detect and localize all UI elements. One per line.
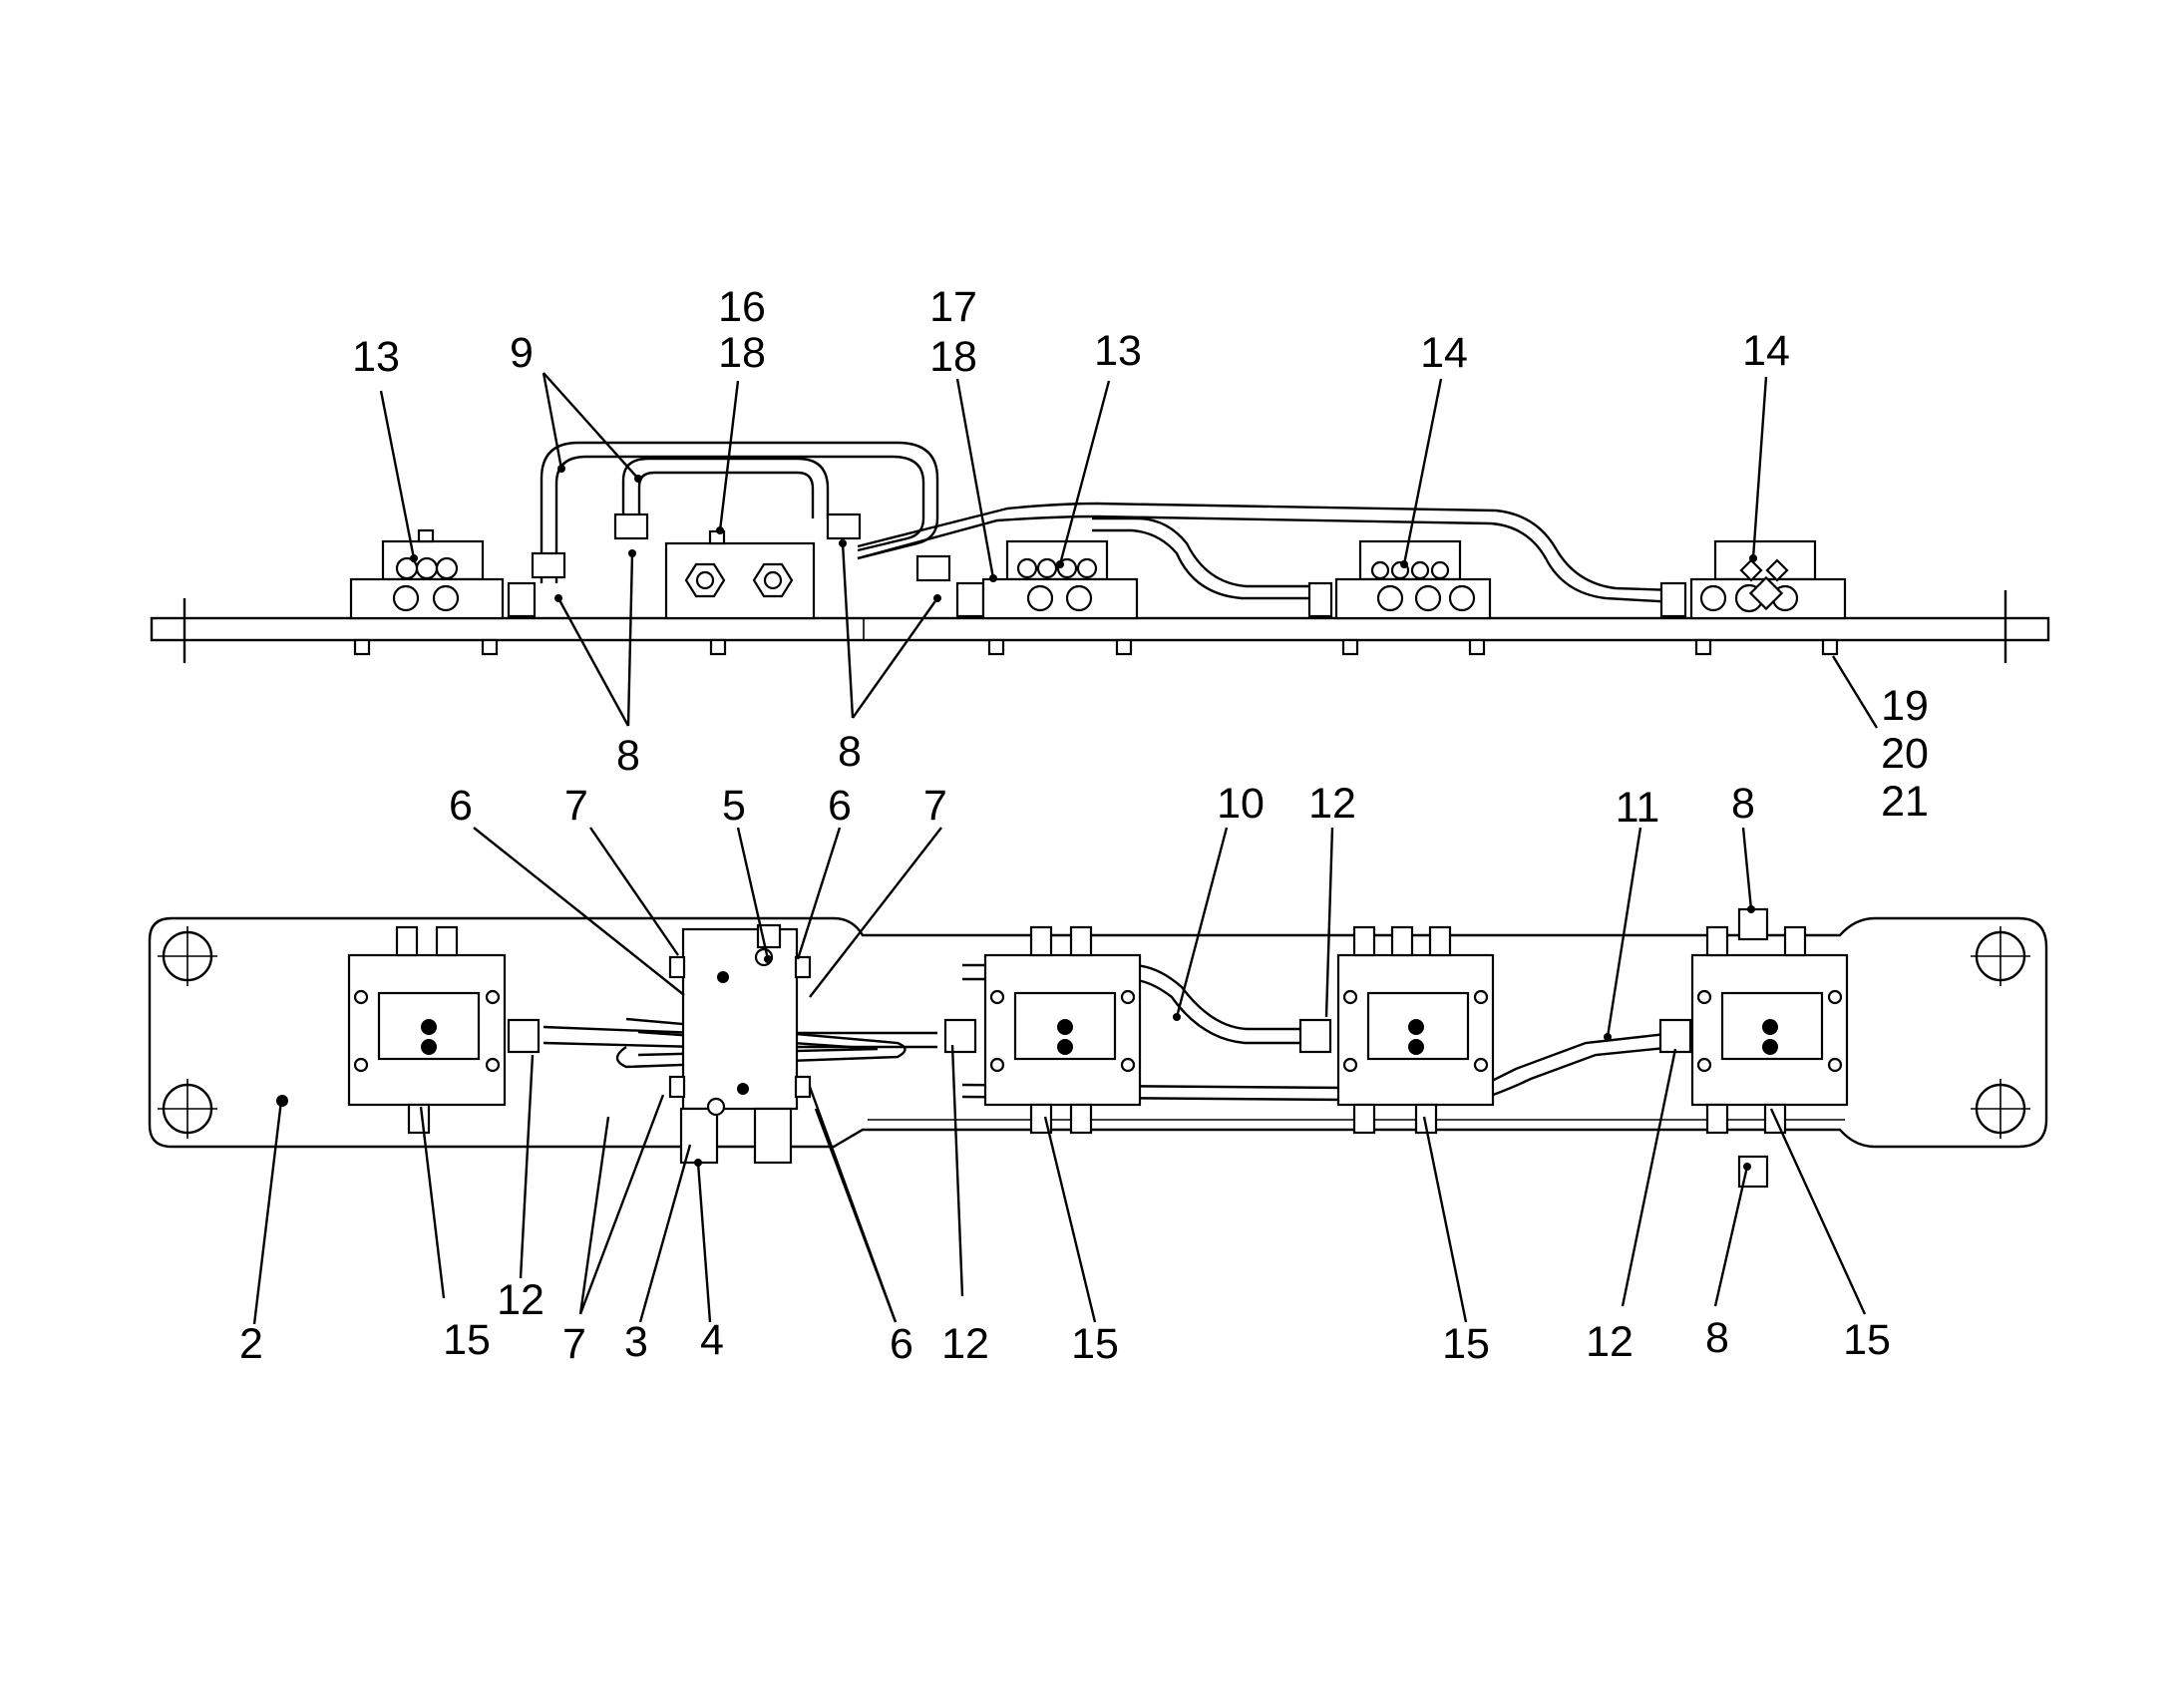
fittings-top bbox=[507, 512, 1687, 618]
callout-2: 2 bbox=[239, 1320, 263, 1368]
callout-8-top-right: 8 bbox=[1731, 780, 1755, 828]
pipes-top bbox=[540, 441, 1676, 604]
callout-13-middle: 13 bbox=[1094, 327, 1142, 375]
rail-bolts bbox=[353, 638, 1839, 656]
callout-7-a: 7 bbox=[564, 782, 588, 830]
callout-21: 21 bbox=[1881, 778, 1929, 826]
leaders-bottom bbox=[252, 827, 1867, 1325]
leader-dots-top bbox=[410, 465, 1757, 602]
valve-13-left bbox=[349, 528, 505, 620]
base-plate bbox=[148, 916, 2048, 1149]
callout-17: 17 bbox=[929, 283, 977, 331]
callout-16: 16 bbox=[718, 283, 766, 331]
callout-7-c: 7 bbox=[562, 1320, 586, 1368]
central-manifold-5 bbox=[668, 923, 812, 1165]
callout-18-b: 18 bbox=[929, 333, 977, 381]
callout-8-right: 8 bbox=[838, 728, 862, 776]
callout-15-c: 15 bbox=[1442, 1320, 1490, 1368]
valve-14-right bbox=[1689, 539, 1847, 620]
callout-15-a: 15 bbox=[443, 1316, 491, 1364]
callout-9: 9 bbox=[510, 329, 534, 377]
callout-11: 11 bbox=[1616, 784, 1660, 832]
fittings-bottom bbox=[507, 907, 1769, 1189]
valve-block-4 bbox=[1690, 925, 1849, 1135]
valve-14-middle bbox=[1334, 539, 1492, 620]
callout-12-b: 12 bbox=[497, 1276, 545, 1324]
top-view: 13 9 16 18 17 18 13 14 14 8 8 19 20 21 bbox=[150, 283, 2050, 826]
center-block-16 bbox=[664, 529, 816, 620]
leader-dots-bottom bbox=[276, 905, 1755, 1171]
callout-14-right: 14 bbox=[1742, 327, 1790, 375]
callout-labels-bottom: 6 7 5 6 7 10 12 11 8 2 15 12 7 3 4 6 12 … bbox=[239, 780, 1891, 1368]
callout-12-d: 12 bbox=[1586, 1318, 1634, 1366]
callout-7-b: 7 bbox=[923, 782, 947, 830]
mounting-holes bbox=[158, 926, 2030, 1139]
bottom-view: 6 7 5 6 7 10 12 11 8 2 15 12 7 3 4 6 12 … bbox=[148, 780, 2048, 1368]
callout-6-b: 6 bbox=[828, 782, 852, 830]
callout-8-left: 8 bbox=[616, 732, 640, 780]
callout-20: 20 bbox=[1881, 730, 1929, 778]
callout-19: 19 bbox=[1881, 682, 1929, 730]
callout-18-a: 18 bbox=[718, 329, 766, 377]
valve-block-1 bbox=[347, 925, 507, 1135]
callout-3: 3 bbox=[624, 1318, 648, 1366]
callout-12-c: 12 bbox=[941, 1320, 989, 1368]
leaders-top bbox=[379, 372, 1879, 729]
callout-8-bottom-right: 8 bbox=[1705, 1314, 1729, 1362]
valve-13-middle bbox=[981, 539, 1139, 620]
callout-6-a: 6 bbox=[449, 782, 473, 830]
callout-12-a: 12 bbox=[1308, 780, 1356, 828]
callout-6-c: 6 bbox=[890, 1320, 913, 1368]
valve-block-3 bbox=[1336, 925, 1495, 1135]
callout-10: 10 bbox=[1217, 780, 1265, 828]
callout-5: 5 bbox=[722, 782, 746, 830]
callout-14-middle: 14 bbox=[1420, 329, 1468, 377]
callout-15-b: 15 bbox=[1071, 1320, 1119, 1368]
callout-4: 4 bbox=[700, 1316, 724, 1364]
callout-labels-top: 13 9 16 18 17 18 13 14 14 8 8 19 20 21 bbox=[352, 283, 1929, 826]
callout-13-left: 13 bbox=[352, 333, 400, 381]
callout-15-d: 15 bbox=[1843, 1316, 1891, 1364]
valve-block-2 bbox=[983, 925, 1142, 1135]
